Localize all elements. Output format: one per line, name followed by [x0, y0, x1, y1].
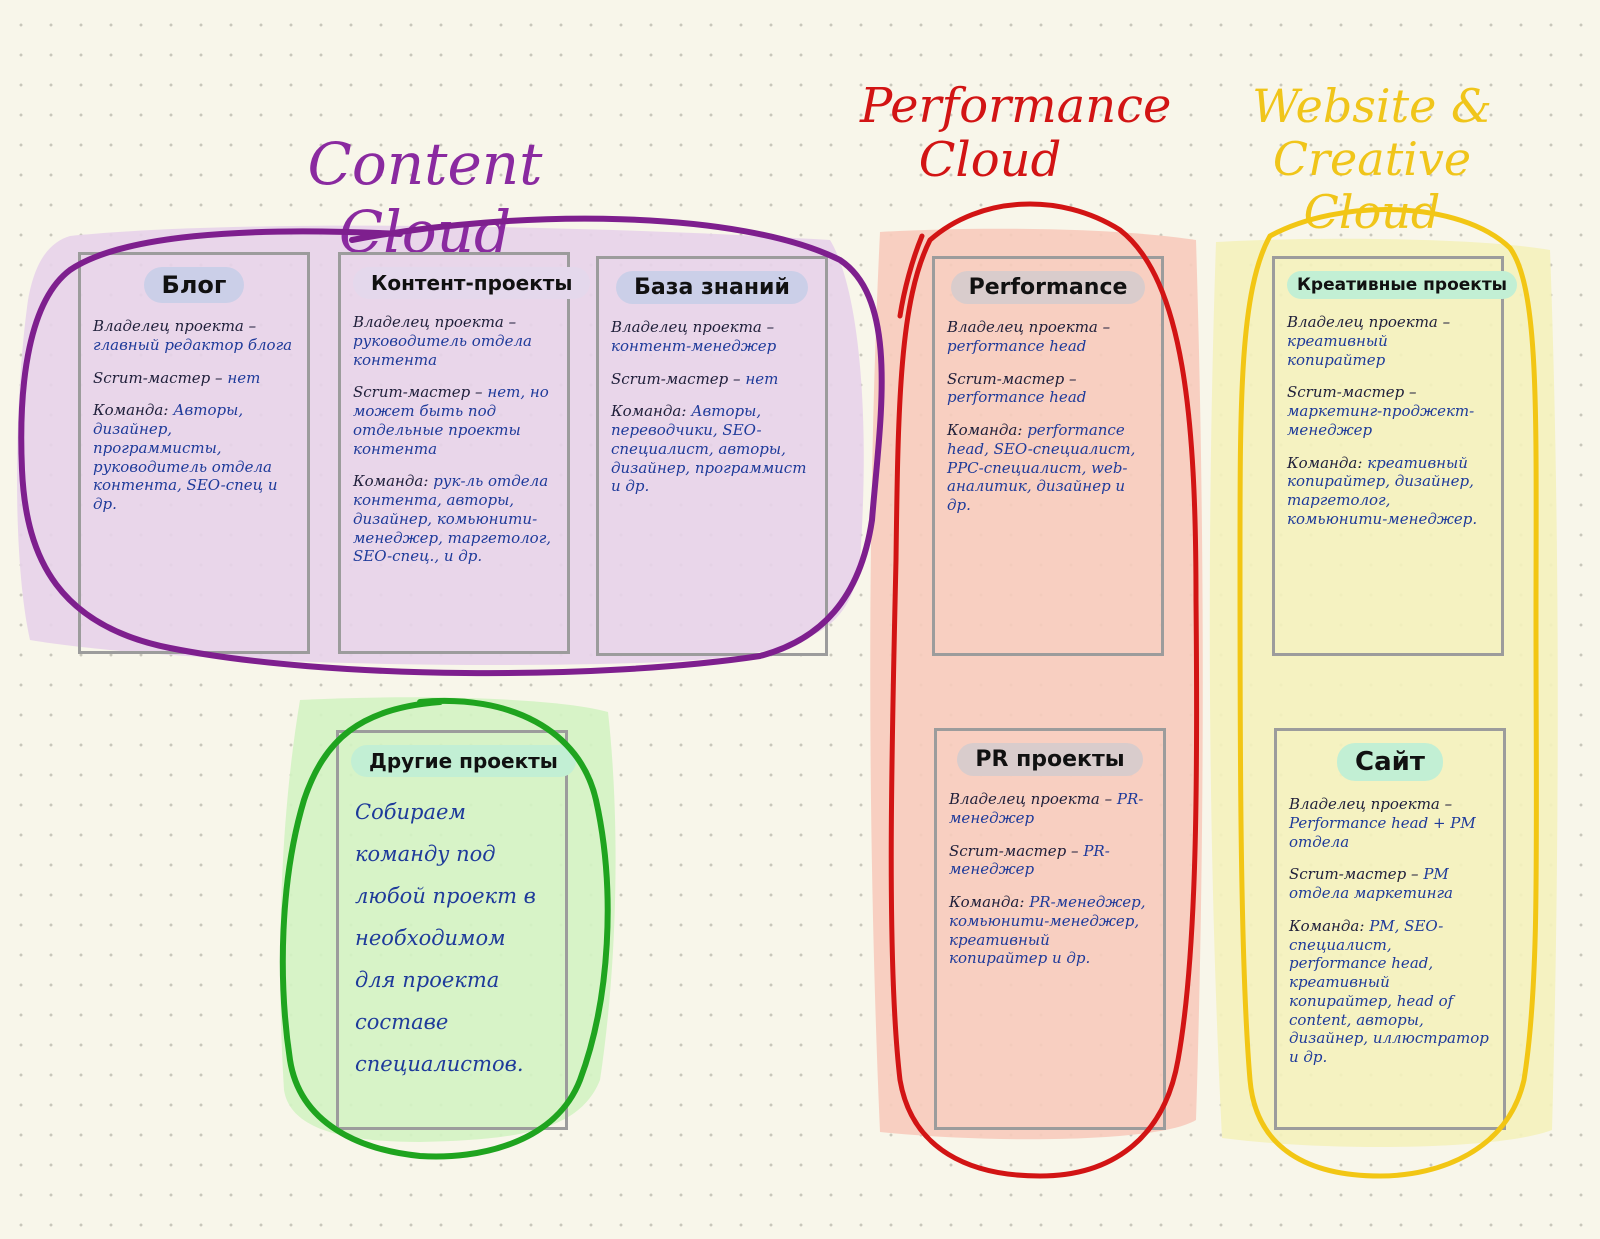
board-knowledge-base: База знаний Владелец проекта – контент-м…: [596, 256, 828, 656]
board-title: Контент-проекты: [353, 267, 591, 299]
owner-value: руководитель отдела контента: [353, 331, 532, 369]
website-creative-cloud-heading: Website & Creative Cloud: [1252, 79, 1492, 239]
scrum-field: Scrum-мастер – PM отдела маркетинга: [1289, 865, 1491, 903]
team-value: PM, SEO-специалист, performance head, кр…: [1289, 916, 1489, 1066]
scrum-label: Scrum-мастер –: [353, 383, 483, 402]
team-label: Команда:: [947, 421, 1023, 439]
team-field: Команда: Авторы, дизайнер, программисты,…: [93, 401, 295, 514]
scrum-label: Scrum-мастер –: [949, 841, 1079, 860]
owner-value: контент-менеджер: [611, 336, 777, 355]
scrum-label: Scrum-мастер –: [611, 369, 741, 388]
board-content-projects: Контент-проекты Владелец проекта – руков…: [338, 252, 591, 654]
board-performance: Performance Владелец проекта – performan…: [932, 256, 1164, 656]
board-creative-projects: Креативные проекты Владелец проекта – кр…: [1272, 256, 1518, 656]
board-title: Креативные проекты: [1287, 271, 1518, 299]
team-field: Команда: PM, SEO-специалист, performance…: [1289, 917, 1491, 1067]
owner-label: Владелец проекта –: [353, 313, 517, 331]
scrum-field: Scrum-мастер – нет: [611, 370, 813, 389]
owner-field: Владелец проекта – главный редактор блог…: [93, 317, 295, 355]
owner-field: Владелец проекта – контент-менеджер: [611, 318, 813, 356]
board-title: База знаний: [616, 271, 808, 304]
scrum-field: Scrum-мастер – PR-менеджер: [949, 842, 1151, 880]
owner-value: главный редактор блога: [93, 335, 293, 354]
scrum-label: Scrum-мастер –: [947, 369, 1077, 388]
owner-value: креативный копирайтер: [1287, 331, 1388, 369]
team-label: Команда:: [93, 401, 169, 420]
scrum-field: Scrum-мастер – performance head: [947, 370, 1149, 408]
scrum-label: Scrum-мастер –: [1287, 383, 1417, 402]
owner-label: Владелец проекта –: [611, 318, 775, 336]
scrum-label: Scrum-мастер –: [1289, 865, 1419, 884]
scrum-value: нет: [227, 368, 261, 387]
owner-field: Владелец проекта – Performance head + PM…: [1289, 795, 1491, 851]
scrum-value: маркетинг-проджект-менеджер: [1287, 402, 1475, 439]
team-field: Команда: рук-ль отдела контента, авторы,…: [353, 472, 555, 566]
scrum-field: Scrum-мастер – нет, но может быть под от…: [353, 383, 555, 458]
other-projects-text: Собираем команду под любой проект в необ…: [355, 800, 536, 1076]
team-field: Команда: креативный копирайтер, дизайнер…: [1287, 454, 1489, 529]
owner-field: Владелец проекта – performance head: [947, 318, 1149, 356]
board-other-projects: Другие проекты Собираем команду под любо…: [336, 730, 576, 1130]
owner-label: Владелец проекта –: [949, 790, 1113, 808]
team-label: Команда:: [949, 893, 1025, 911]
owner-field: Владелец проекта – PR-менеджер: [949, 790, 1151, 828]
scrum-value: performance head: [947, 388, 1087, 407]
team-field: Команда: performance head, SEO-специалис…: [947, 421, 1149, 515]
team-field: Команда: Авторы, переводчики, SEO-специа…: [611, 402, 813, 496]
team-label: Команда:: [1289, 916, 1365, 935]
board-pr-projects: PR проекты Владелец проекта – PR-менедже…: [934, 728, 1166, 1130]
team-label: Команда:: [353, 472, 429, 491]
scrum-field: Scrum-мастер – нет: [93, 369, 295, 388]
owner-label: Владелец проекта –: [1287, 313, 1451, 331]
owner-label: Владелец проекта –: [93, 317, 257, 335]
owner-label: Владелец проекта –: [1289, 795, 1453, 813]
owner-field: Владелец проекта – креативный копирайтер: [1287, 313, 1489, 369]
team-field: Команда: PR-менеджер, комьюнити-менеджер…: [949, 893, 1151, 968]
board-blog: Блог Владелец проекта – главный редактор…: [78, 252, 310, 654]
scrum-value: нет: [745, 369, 779, 388]
owner-label: Владелец проекта –: [947, 318, 1111, 336]
owner-field: Владелец проекта – руководитель отдела к…: [353, 313, 555, 369]
performance-cloud-heading: Performance Cloud: [860, 78, 1172, 188]
board-site: Сайт Владелец проекта – Performance head…: [1274, 728, 1506, 1130]
team-label: Команда:: [1287, 453, 1363, 472]
board-title: PR проекты: [957, 743, 1143, 776]
board-title: Блог: [143, 267, 245, 303]
owner-value: Performance head + PM отдела: [1289, 813, 1476, 851]
content-cloud-heading: Content Cloud: [307, 130, 543, 266]
board-title: Performance: [950, 271, 1146, 304]
board-title: Другие проекты: [351, 745, 576, 777]
team-label: Команда:: [611, 402, 687, 421]
board-title: Сайт: [1337, 743, 1443, 781]
scrum-label: Scrum-мастер –: [93, 368, 223, 387]
scrum-field: Scrum-мастер – маркетинг-проджект-менедж…: [1287, 383, 1489, 439]
owner-value: performance head: [947, 336, 1087, 355]
